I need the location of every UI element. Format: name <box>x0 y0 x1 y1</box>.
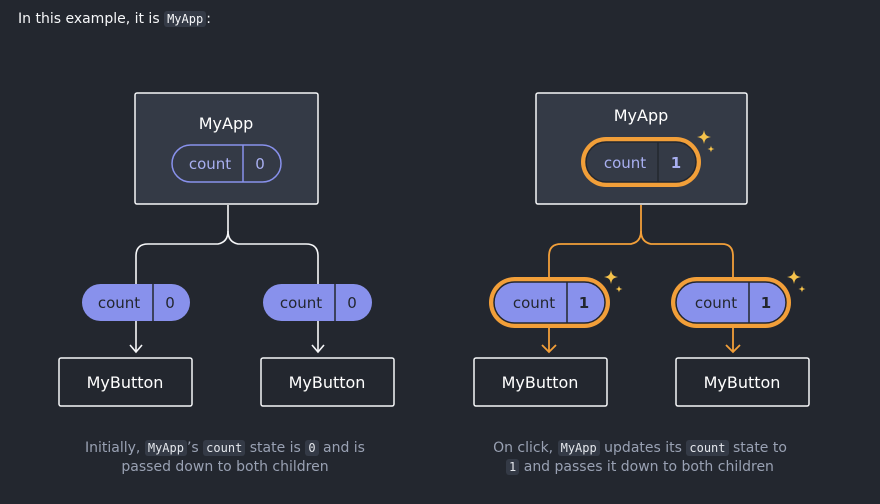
left-caption: Initially, MyApp’s count state is 0 and … <box>40 439 410 477</box>
right-diagram: MyApp count 1 count 1 MyButton count 1 <box>473 92 810 407</box>
left-state-value: 0 <box>255 155 265 173</box>
right-child1-prop-pill <box>493 281 606 324</box>
intro-prefix: In this example, it is <box>18 11 160 27</box>
right-child2-prop-label: count <box>695 294 737 312</box>
left-connectors <box>129 205 325 354</box>
right-caption-text: state to <box>732 440 787 456</box>
sparkle-icon <box>604 270 623 293</box>
intro-suffix: : <box>206 11 211 27</box>
left-child1-prop-label: count <box>98 294 140 312</box>
left-child1-prop-value: 0 <box>165 294 175 312</box>
left-caption-code-myapp: MyApp <box>144 440 187 456</box>
right-state-pill <box>585 141 697 183</box>
left-caption-line1: Initially, MyApp’s count state is 0 and … <box>40 439 410 458</box>
left-caption-text: Initially, <box>85 440 141 456</box>
right-child2-prop-value: 1 <box>761 294 771 312</box>
left-child1-box <box>58 357 193 407</box>
right-caption-text: updates its <box>604 440 682 456</box>
left-parent-title: MyApp <box>199 114 254 133</box>
left-caption-text: ’s <box>186 440 199 456</box>
right-caption-code-count: count <box>686 440 729 456</box>
left-child2-prop-value: 0 <box>347 294 357 312</box>
right-caption-line2: 1 and passes it down to both children <box>455 458 825 477</box>
intro-code: MyApp <box>164 11 207 27</box>
right-caption-code-value: 1 <box>506 459 520 475</box>
left-caption-text: and is <box>323 440 365 456</box>
right-child2-box <box>675 357 810 407</box>
right-caption-text: On click, <box>493 440 554 456</box>
sparkle-icon <box>787 270 806 293</box>
right-child2-name: MyButton <box>704 373 781 392</box>
left-state-pill <box>171 144 282 183</box>
left-child1-name: MyButton <box>87 373 164 392</box>
right-child1-prop-value: 1 <box>579 294 589 312</box>
right-connectors <box>541 205 741 354</box>
right-caption-text: and passes it down to both children <box>523 459 774 475</box>
left-child1-prop-pill <box>82 284 190 321</box>
left-state-label: count <box>189 155 231 173</box>
left-child2-prop-label: count <box>280 294 322 312</box>
right-child1-box <box>473 357 608 407</box>
right-parent-title: MyApp <box>614 106 669 125</box>
right-state-label: count <box>604 154 646 172</box>
left-child2-prop-pill <box>263 284 372 321</box>
left-diagram: MyApp count 0 count 0 MyButton count 0 M… <box>58 92 395 407</box>
intro-text: In this example, it is MyApp: <box>18 11 211 27</box>
right-caption-code-myapp: MyApp <box>557 440 600 456</box>
right-state-value: 1 <box>671 154 681 172</box>
right-caption: On click, MyApp updates its count state … <box>455 439 825 477</box>
right-child1-name: MyButton <box>502 373 579 392</box>
left-child2-name: MyButton <box>289 373 366 392</box>
left-caption-text: state is <box>249 440 301 456</box>
right-child2-prop-pill <box>675 281 787 324</box>
left-caption-code-count: count <box>203 440 246 456</box>
left-child2-box <box>260 357 395 407</box>
left-parent-box <box>134 92 319 205</box>
right-child1-prop-label: count <box>513 294 555 312</box>
left-caption-code-value: 0 <box>305 440 319 456</box>
left-caption-line2: passed down to both children <box>121 459 329 475</box>
right-caption-line1: On click, MyApp updates its count state … <box>455 439 825 458</box>
